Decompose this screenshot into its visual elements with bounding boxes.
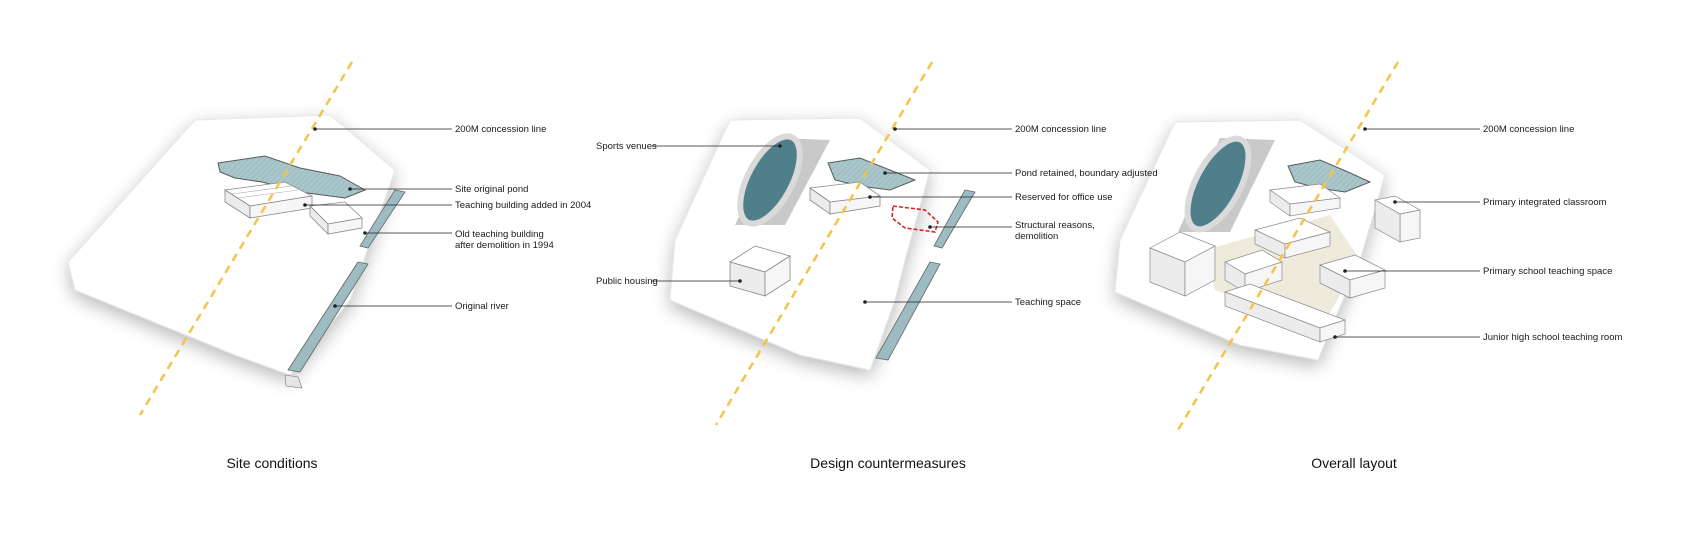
label-reserved-office-use: Reserved for office use: [1015, 192, 1113, 203]
river-end: [284, 374, 303, 389]
label-primary-integrated-classroom: Primary integrated classroom: [1483, 197, 1607, 208]
label-primary-school-teaching-space: Primary school teaching space: [1483, 266, 1613, 277]
label-structural-demolition: Structural reasons, demolition: [1015, 220, 1095, 242]
label-public-housing: Public housing: [596, 276, 658, 287]
label-original-river: Original river: [455, 301, 509, 312]
panel-design-countermeasures: [652, 61, 1012, 426]
caption-overall-layout: Overall layout: [1311, 455, 1397, 471]
site-ground: [67, 114, 396, 376]
label-junior-high-teaching-room: Junior high school teaching room: [1483, 332, 1623, 343]
original-pond: [217, 155, 367, 199]
label-teaching-building-2004: Teaching building added in 2004: [455, 200, 592, 211]
leader-lines-1: [303, 127, 452, 308]
original-river-upper: [359, 189, 406, 249]
label-pond-retained: Pond retained, boundary adjusted: [1015, 168, 1158, 179]
label-teaching-space: Teaching space: [1015, 297, 1082, 308]
label-sports-venues: Sports venues: [596, 141, 657, 152]
demolition-outline: [891, 205, 939, 233]
sports-venue-3: [1178, 135, 1275, 233]
leader-lines-2: [652, 127, 1012, 304]
panel-overall-layout: [1114, 61, 1480, 431]
concession-line-1: [138, 61, 354, 416]
caption-site-conditions: Site conditions: [226, 455, 318, 471]
leader-lines-3: [1333, 127, 1480, 339]
label-concession-line: 200M concession line: [1015, 124, 1107, 135]
panel-site-conditions: [67, 61, 452, 416]
river-2-upper: [933, 189, 976, 249]
public-housing-building: [729, 245, 791, 297]
label-concession-line: 200M concession line: [1483, 124, 1575, 135]
river-2-lower: [875, 261, 941, 361]
label-old-teaching-building: Old teaching building after demolition i…: [455, 229, 554, 251]
teaching-building-2004: [223, 181, 314, 219]
label-concession-line: 200M concession line: [455, 124, 547, 135]
original-river-lower: [287, 261, 369, 373]
building-blocks: [1149, 183, 1421, 343]
pond-retained: [827, 157, 917, 191]
caption-design-countermeasures: Design countermeasures: [810, 455, 966, 471]
old-teaching-building: [309, 201, 363, 235]
label-site-original-pond: Site original pond: [455, 184, 529, 195]
concession-line-3: [1176, 61, 1400, 431]
sports-venue: [735, 133, 830, 227]
concession-line-2: [714, 61, 934, 426]
reserved-office-building: [808, 181, 882, 215]
